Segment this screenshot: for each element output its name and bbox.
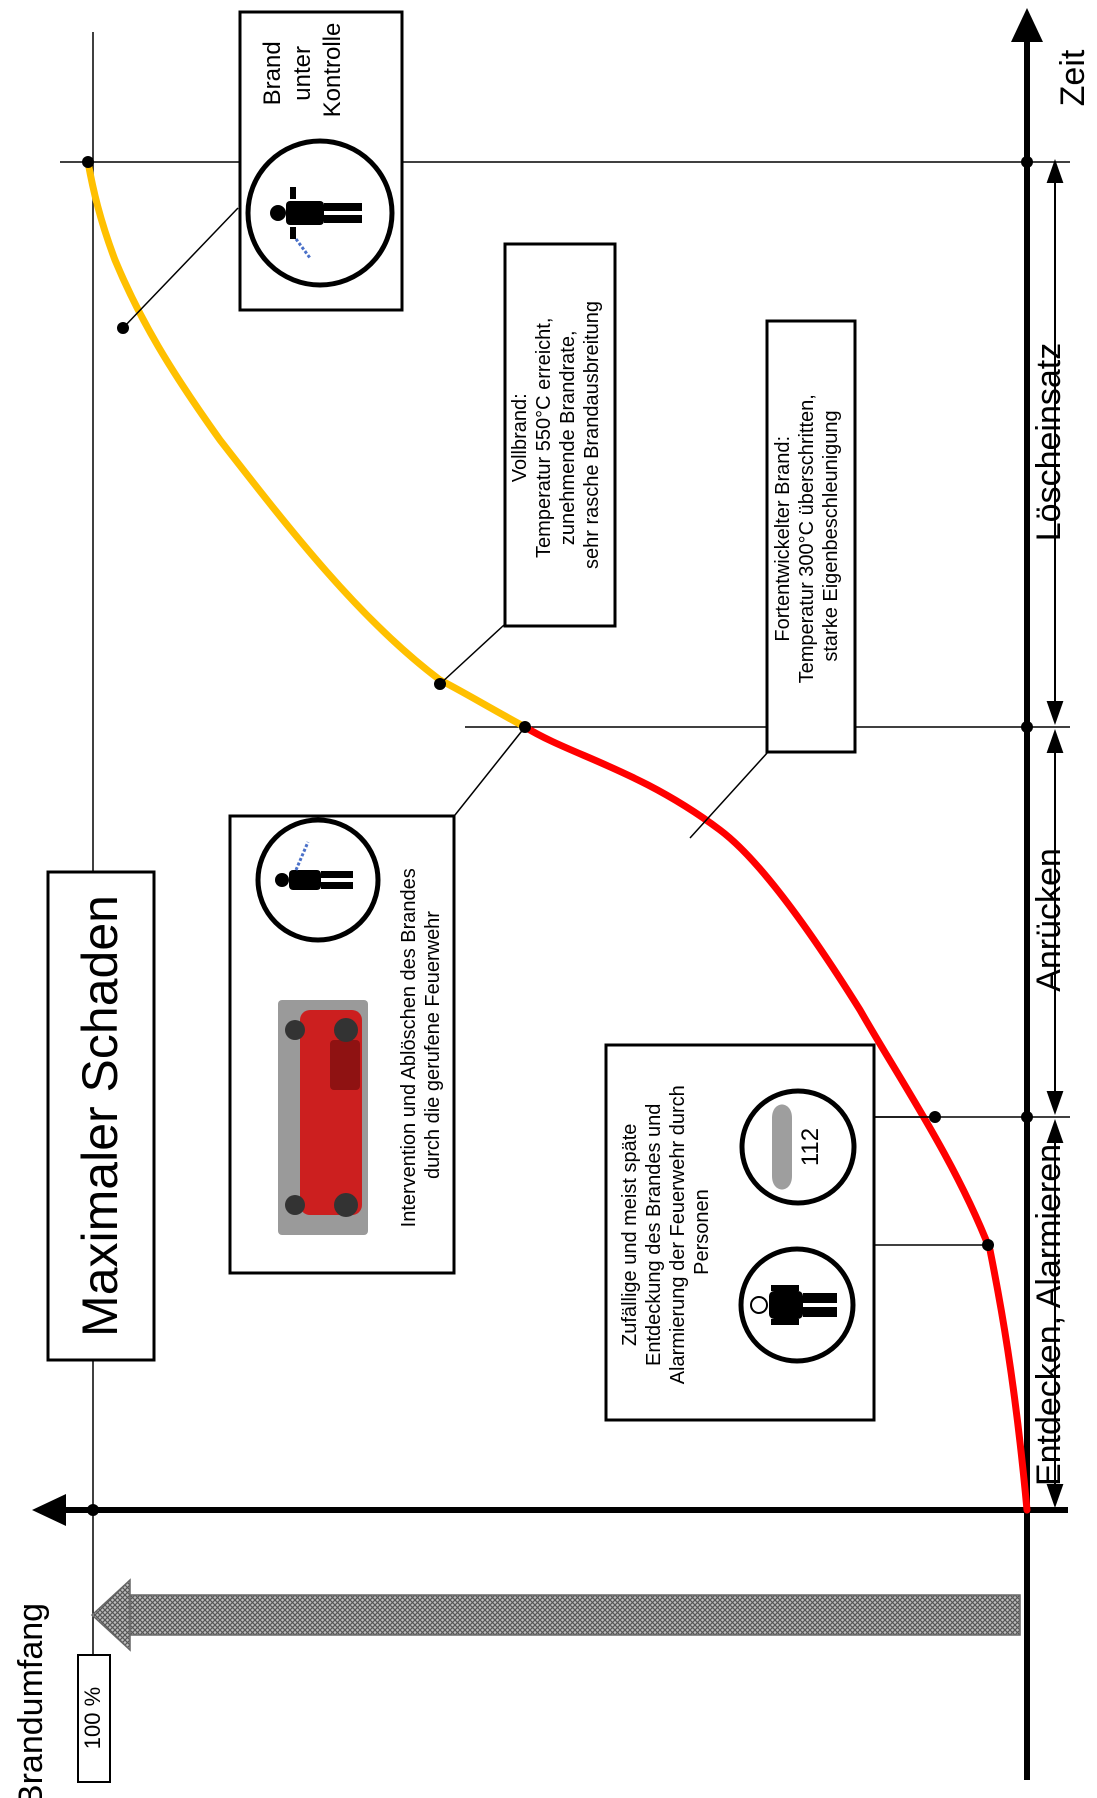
connector-full-fire (439, 624, 505, 685)
developed-line-1: Fortentwickelter Brand: (772, 436, 794, 642)
point-control-axis (87, 1504, 99, 1516)
svg-text:Brand unter Kontro: Brand unter Kontrolle (259, 23, 346, 118)
discovery-box: Zufällige und meist späte Entdeckung des… (604, 1043, 876, 1422)
extent-axis-arrowhead (32, 1494, 66, 1526)
phase-label-extinguishing: Löscheinsatz (1030, 343, 1068, 541)
svg-text:Fortentwickelter Brand:: Fortentwickelter Brand: Temperatur 300°C… (772, 389, 842, 684)
full-fire-line-3: zunehmende Brandrate, (557, 330, 579, 545)
control-line-3: Kontrolle (319, 23, 346, 118)
firefighter-icon (245, 138, 395, 288)
svg-text:Zufällige und meist späte: Zufällige und meist späte Entdeckung des… (619, 1080, 713, 1385)
percent-box (77, 1654, 111, 1783)
phone-number: 112 (797, 1128, 824, 1166)
point-alarm-timeline (1021, 1111, 1033, 1123)
discovery-line-2: Entdeckung des Brandes und (643, 1104, 665, 1366)
phone-icon: 112 (739, 1088, 857, 1206)
intervention-box: Intervention und Ablöschen des Brandes d… (228, 814, 456, 1275)
max-damage-label: Maximaler Schaden (72, 895, 128, 1337)
extent-axis-label: Brandumfang (12, 1603, 50, 1798)
percent-label: 100 % (80, 1687, 105, 1749)
discovery-line-1: Zufällige und meist späte (619, 1124, 641, 1346)
intervention-line-2: durch die gerufene Feuerwehr (422, 911, 444, 1179)
developed-fire-box: Fortentwickelter Brand: Temperatur 300°C… (765, 319, 857, 754)
fire-curve-early (521, 723, 1031, 1514)
full-fire-line-1: Vollbrand: (509, 393, 531, 482)
person-icon (738, 1246, 856, 1364)
full-fire-box: Vollbrand: Temperatur 550°C erreicht, zu… (503, 242, 617, 628)
extent-axis (32, 1494, 1068, 1526)
svg-text:Vollbrand: Temperatur 55: Vollbrand: Temperatur 550°C erreicht, zu… (509, 301, 603, 569)
phase-label-alarm: Entdecken, Alarmieren (1030, 1144, 1068, 1486)
time-axis-arrowhead (1011, 8, 1043, 42)
svg-text:Intervention und Ablöschen des: Intervention und Ablöschen des Brandes d… (398, 863, 444, 1228)
discovery-line-4: Personen (691, 1189, 713, 1275)
point-arrival-timeline (1021, 721, 1033, 733)
developed-line-2: Temperatur 300°C überschritten, (796, 394, 818, 683)
control-line-2: unter (289, 46, 316, 101)
control-line-1: Brand (259, 41, 286, 105)
firefighter-icon-intervention (255, 817, 381, 943)
full-fire-line-2: Temperatur 550°C erreicht, (533, 318, 555, 558)
time-axis-label: Zeit (1054, 49, 1092, 106)
connector-developed (689, 751, 769, 839)
point-control (82, 156, 94, 168)
max-damage-box (46, 870, 156, 1362)
fire-truck-icon (278, 1000, 368, 1235)
point-control-timeline (1021, 156, 1033, 168)
developed-line-3: starke Eigenbeschleunigung (820, 410, 842, 661)
full-fire-line-4: sehr rasche Brandausbreitung (581, 301, 603, 569)
damage-arrow (90, 1578, 1021, 1652)
connector-intervention (454, 726, 526, 816)
discovery-line-3: Alarmierung der Feuerwehr durch (667, 1085, 689, 1384)
phase-brackets (1046, 158, 1064, 1509)
intervention-line-1: Intervention und Ablöschen des Brandes (398, 868, 420, 1227)
connector-control (122, 207, 239, 329)
phase-label-arrival: Anrücken (1030, 848, 1068, 992)
control-box: Brand unter Kontrolle (238, 10, 404, 312)
